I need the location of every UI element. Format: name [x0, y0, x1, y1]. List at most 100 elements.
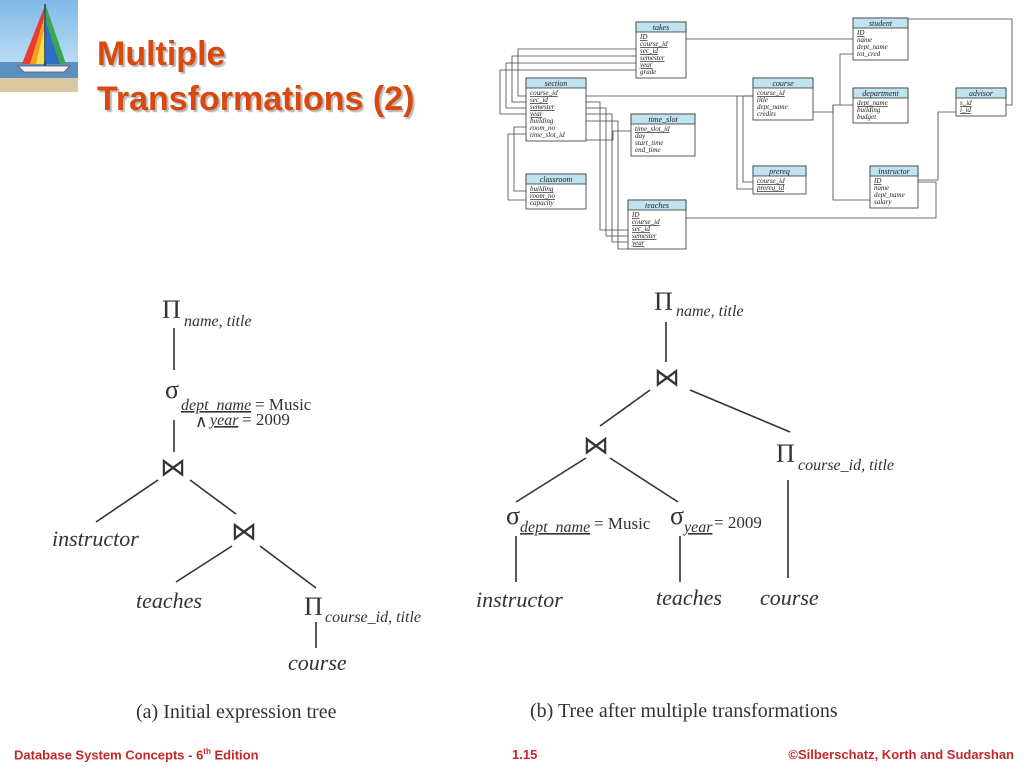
table-attribute: tot_cred	[857, 50, 881, 58]
table-title: department	[862, 89, 899, 98]
tree-a-leaf-teaches: teaches	[136, 588, 202, 613]
table-attribute: ID	[631, 211, 639, 219]
table-attribute: room_no	[530, 124, 556, 132]
table-attribute: semester	[530, 103, 555, 111]
table-header	[630, 113, 696, 125]
table-attribute: dept_name	[757, 103, 788, 111]
footer-copyright: ©Silberschatz, Korth and Sudarshan	[788, 747, 1014, 762]
table-title: teaches	[645, 201, 669, 210]
table-attribute: room_no	[530, 192, 556, 200]
expression-trees: Π name, title σ dept_name = Music ∧ year…	[52, 287, 894, 723]
table-attribute: building	[530, 117, 554, 125]
table-attribute: title	[757, 96, 768, 104]
table-header	[955, 87, 1007, 99]
sailboat-icon	[0, 0, 78, 92]
schema-diagram: takesIDcourse_idsec_idsemesteryeargrades…	[499, 17, 1013, 250]
table-attribute: year	[631, 239, 645, 247]
table-header	[752, 77, 814, 89]
table-title: section	[545, 79, 568, 88]
table-attribute: semester	[632, 232, 657, 240]
tree-edges	[95, 322, 791, 648]
table-header	[752, 165, 807, 177]
title-line-2: Transformations (2)	[97, 80, 415, 118]
table-header	[852, 87, 909, 99]
footer-edition-sup: th	[203, 747, 211, 756]
title-line-1: Multiple	[97, 35, 226, 73]
table-attribute: credits	[757, 110, 776, 118]
table-header	[525, 77, 587, 89]
table-title: prereq	[768, 167, 790, 176]
page-title: Multiple Transformations (2)	[97, 32, 497, 122]
tree-a-join-top: ⋈	[160, 453, 186, 482]
tree-a-selection-op1: = Music	[255, 395, 312, 414]
tree-b-caption: (b) Tree after multiple transformations	[530, 700, 838, 722]
tree-a-projection-attrs: name, title	[184, 313, 252, 330]
tree-b-inner-projection-attrs: course_id, title	[798, 457, 894, 474]
table-attribute: ID	[639, 33, 647, 41]
tree-b-sel1-symbol: σ	[506, 501, 520, 530]
table-title: instructor	[878, 167, 910, 176]
tree-a-join-inner: ⋈	[231, 517, 257, 546]
tree-a-selection-attr2: year	[208, 412, 239, 429]
slide-footer: Database System Concepts - 6th Edition 1…	[0, 738, 1024, 768]
table-section: sectioncourse_idsec_idsemesteryearbuildi…	[525, 77, 587, 142]
table-attribute: dept_name	[857, 99, 888, 107]
table-attribute: start_time	[635, 139, 663, 147]
tree-a-leaf-instructor: instructor	[52, 526, 139, 551]
table-attribute: course_id	[757, 177, 785, 185]
tree-b-leaf-course: course	[760, 585, 819, 610]
table-attribute: salary	[874, 198, 892, 206]
table-attribute: sec_id	[640, 47, 658, 55]
table-title: takes	[653, 23, 669, 32]
table-attribute: time_slot_id	[635, 125, 670, 133]
tree-a-inner-projection-symbol: Π	[304, 592, 323, 621]
table-attribute: grade	[640, 68, 656, 76]
table-attribute: dept_name	[874, 191, 905, 199]
table-attribute: course_id	[530, 89, 558, 97]
table-attribute: semester	[640, 54, 665, 62]
table-attribute: prereq_id	[756, 184, 785, 192]
table-title: student	[869, 19, 893, 28]
tree-b-sel2-attr: year	[682, 519, 713, 536]
table-attribute: day	[635, 132, 646, 140]
table-attribute: time_slot_id	[530, 131, 565, 139]
table-attribute: sec_id	[632, 225, 650, 233]
footer-page-number: 1.15	[512, 747, 538, 762]
tree-a-leaf-course: course	[288, 650, 347, 675]
schema-tables: takesIDcourse_idsec_idsemesteryeargrades…	[525, 17, 1007, 250]
table-attribute: ID	[873, 177, 881, 185]
tree-a: Π name, title σ dept_name = Music ∧ year…	[52, 295, 421, 723]
tree-b-join-inner: ⋈	[583, 431, 609, 460]
footer-edition-text: Database System Concepts - 6	[14, 747, 204, 763]
tree-b-join-top: ⋈	[654, 363, 680, 392]
table-attribute: s_id	[960, 99, 972, 107]
tree-a-caption: (a) Initial expression tree	[136, 701, 337, 723]
table-attribute: dept_name	[857, 43, 888, 51]
footer-edition-suffix: Edition	[210, 747, 259, 763]
table-header	[525, 173, 587, 185]
table-attribute: i_id	[960, 106, 971, 114]
table-header	[635, 21, 687, 33]
tree-b-sel1-op: = Music	[594, 514, 651, 533]
tree-a-inner-projection-attrs: course_id, title	[325, 609, 421, 626]
table-box	[525, 77, 587, 142]
table-attribute: year	[529, 110, 543, 118]
tree-a-selection-and: ∧	[195, 412, 207, 431]
table-title: course	[772, 79, 794, 88]
table-attribute: budget	[857, 113, 877, 121]
table-attribute: year	[639, 61, 653, 69]
tree-b-sel2-symbol: σ	[670, 501, 684, 530]
tree-a-selection-attr1: dept_name	[181, 397, 251, 414]
table-attribute: course_id	[632, 218, 660, 226]
tree-a-selection-symbol: σ	[165, 375, 179, 404]
table-attribute: name	[857, 36, 872, 44]
footer-edition: Database System Concepts - 6th Edition	[14, 747, 259, 762]
